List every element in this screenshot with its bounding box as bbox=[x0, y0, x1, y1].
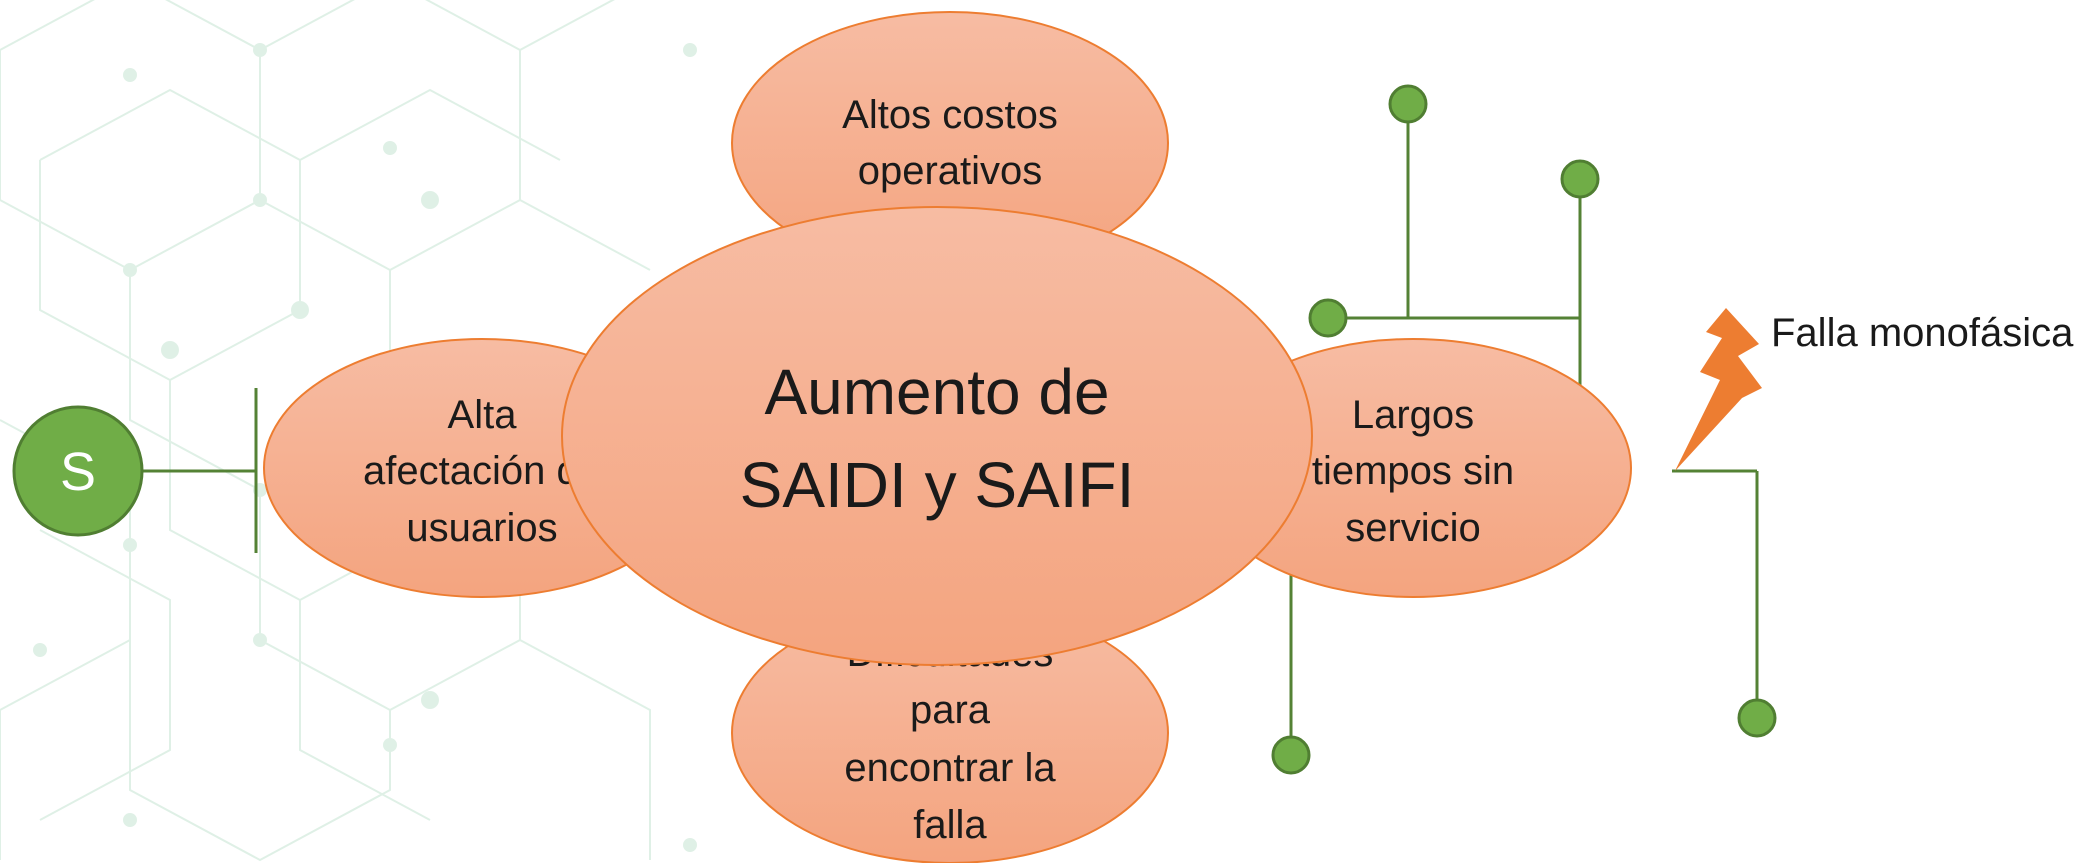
ellipse-right-line1: Largos bbox=[1352, 393, 1474, 437]
terminal-node bbox=[1560, 159, 1600, 199]
ellipse-bottom-line4: falla bbox=[913, 803, 987, 847]
ellipse-left-line2: afectación de bbox=[363, 449, 601, 493]
terminal-nodes bbox=[1271, 84, 1777, 775]
ellipse-center-line1: Aumento de bbox=[764, 356, 1109, 428]
ellipse-top-line1: Altos costos bbox=[842, 93, 1058, 137]
ellipse-left-line3: usuarios bbox=[406, 506, 557, 550]
ellipse-top-line2: operativos bbox=[858, 149, 1043, 193]
ellipse-right-line3: servicio bbox=[1345, 506, 1481, 550]
ellipse-right-line2: tiempos sin bbox=[1312, 449, 1514, 493]
ellipse-center: Aumento de SAIDI y SAIFI bbox=[561, 206, 1313, 666]
hexagon-background-pattern bbox=[0, 0, 697, 862]
ellipse-left-line1: Alta bbox=[448, 393, 518, 437]
ellipse-center-line2: SAIDI y SAIFI bbox=[740, 449, 1135, 521]
terminal-node bbox=[1308, 298, 1348, 338]
ellipse-bottom-line2: para bbox=[910, 688, 991, 732]
ellipse-top: Altos costos operativos bbox=[731, 11, 1169, 275]
terminal-node bbox=[1737, 698, 1777, 738]
source-label: S bbox=[60, 442, 96, 502]
terminal-node bbox=[1388, 84, 1428, 124]
lightning-bolt-icon bbox=[1675, 308, 1762, 471]
network-lines bbox=[142, 104, 1759, 755]
ellipse-bottom-line3: encontrar la bbox=[844, 746, 1056, 790]
terminal-node bbox=[1271, 735, 1311, 775]
source-node: S bbox=[12, 405, 144, 537]
fault-label: Falla monofásica bbox=[1771, 311, 2074, 355]
